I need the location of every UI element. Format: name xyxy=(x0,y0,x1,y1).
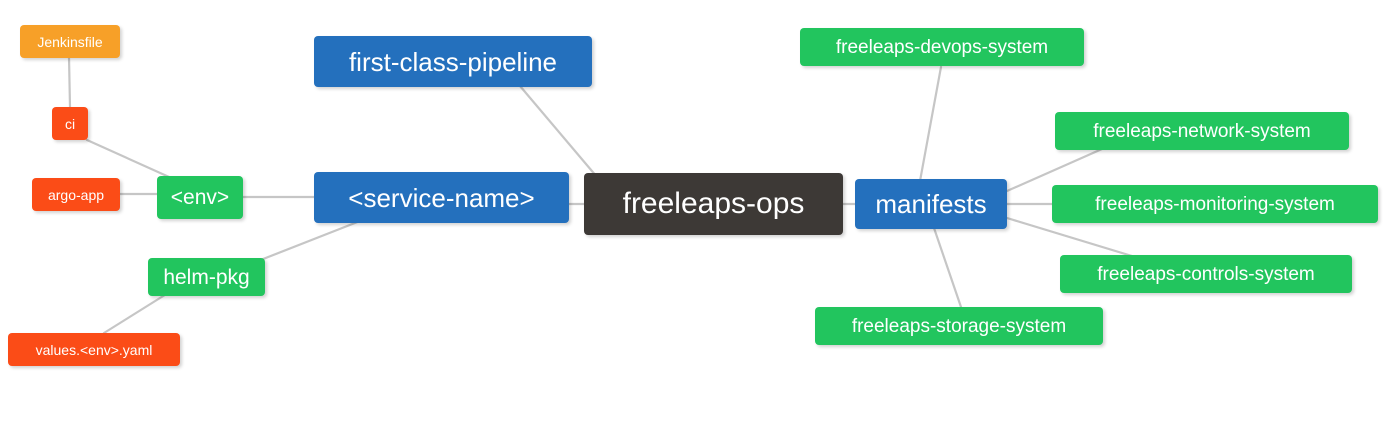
node-argo-app-label: argo-app xyxy=(47,186,105,203)
node-first-class-pipeline[interactable]: first-class-pipeline xyxy=(314,36,592,87)
edge-manifests-devops-system xyxy=(918,65,943,183)
node-values-yaml-label: values.<env>.yaml xyxy=(35,341,153,358)
node-ci-label: ci xyxy=(64,115,76,132)
edge-root-first-class-pipeline xyxy=(518,84,599,179)
node-storage-system-label: freeleaps-storage-system xyxy=(851,315,1067,337)
node-monitoring-system-label: freeleaps-monitoring-system xyxy=(1095,193,1335,215)
node-jenkinsfile-label: Jenkinsfile xyxy=(37,33,103,50)
node-controls-system[interactable]: freeleaps-controls-system xyxy=(1060,255,1352,293)
edge-service-name-helm-pkg xyxy=(256,219,362,263)
edge-env-ci xyxy=(85,138,180,183)
edge-ci-jenkinsfile xyxy=(67,55,72,109)
node-argo-app[interactable]: argo-app xyxy=(32,178,120,211)
node-helm-pkg-label: helm-pkg xyxy=(163,265,250,289)
node-network-system[interactable]: freeleaps-network-system xyxy=(1055,112,1349,150)
edge-manifests-storage-system xyxy=(932,226,963,309)
node-env[interactable]: <env> xyxy=(157,176,243,219)
node-storage-system[interactable]: freeleaps-storage-system xyxy=(815,307,1103,345)
node-monitoring-system[interactable]: freeleaps-monitoring-system xyxy=(1052,185,1378,223)
node-freeleaps-ops-label: freeleaps-ops xyxy=(622,187,805,220)
node-service-name[interactable]: <service-name> xyxy=(314,172,569,223)
node-values-yaml[interactable]: values.<env>.yaml xyxy=(8,333,180,366)
edge-helm-pkg-values-yaml xyxy=(102,291,170,335)
node-manifests[interactable]: manifests xyxy=(855,179,1007,229)
node-controls-system-label: freeleaps-controls-system xyxy=(1097,263,1315,285)
edge-manifests-controls-system xyxy=(1005,216,1134,258)
node-manifests-label: manifests xyxy=(875,189,987,219)
node-devops-system-label: freeleaps-devops-system xyxy=(835,36,1049,58)
node-jenkinsfile[interactable]: Jenkinsfile xyxy=(20,25,120,58)
node-freeleaps-ops[interactable]: freeleaps-ops xyxy=(584,173,843,235)
node-service-name-label: <service-name> xyxy=(348,182,535,213)
node-env-label: <env> xyxy=(170,186,230,209)
node-first-class-pipeline-label: first-class-pipeline xyxy=(348,46,558,77)
node-helm-pkg[interactable]: helm-pkg xyxy=(148,258,265,296)
node-ci[interactable]: ci xyxy=(52,107,88,140)
node-network-system-label: freeleaps-network-system xyxy=(1093,120,1311,142)
node-devops-system[interactable]: freeleaps-devops-system xyxy=(800,28,1084,66)
